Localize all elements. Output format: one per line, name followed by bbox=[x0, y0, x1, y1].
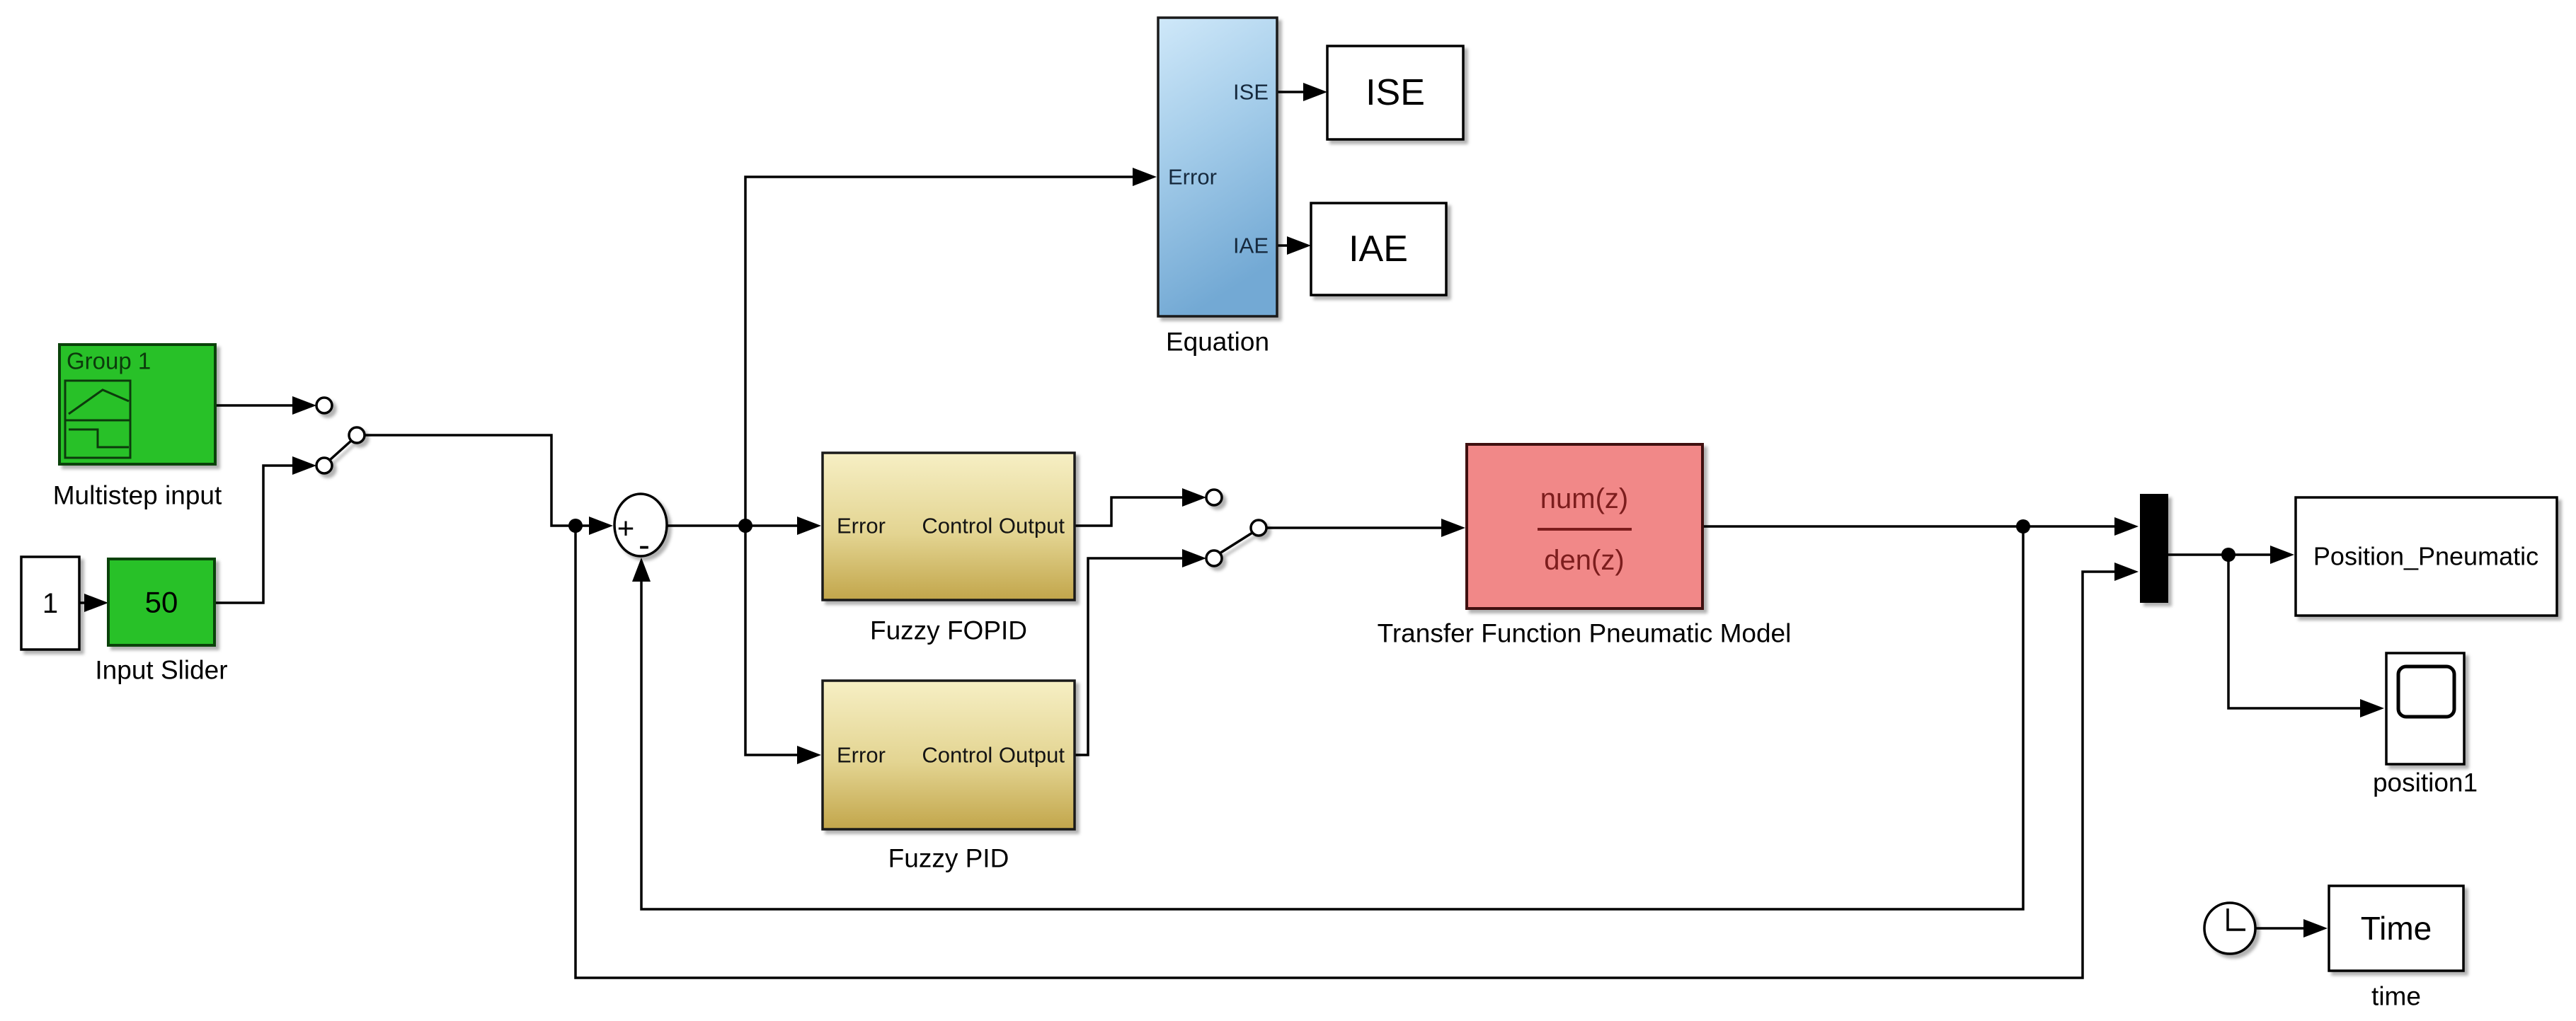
wire-plant-output bbox=[1702, 517, 2139, 536]
scope-caption: position1 bbox=[2373, 768, 2478, 797]
wire-mux-to-workspace bbox=[2168, 546, 2294, 564]
fopid-output-port: Control Output bbox=[922, 514, 1065, 538]
switch1-lever[interactable] bbox=[328, 439, 353, 461]
transfer-function-block[interactable]: num(z) den(z) bbox=[1465, 443, 1704, 610]
position-workspace-block[interactable]: Position_Pneumatic bbox=[2294, 496, 2558, 617]
sum-minus-sign: - bbox=[639, 527, 650, 565]
sum-block[interactable]: + - bbox=[613, 492, 668, 565]
equation-ise-port: ISE bbox=[1233, 80, 1269, 105]
scope-screen-icon bbox=[2396, 664, 2456, 719]
wire-to-scope bbox=[2227, 555, 2384, 717]
multistep-input-block[interactable]: Group 1 bbox=[58, 343, 217, 466]
wire-switch1-to-sum bbox=[365, 434, 613, 535]
mux-block[interactable] bbox=[2140, 494, 2168, 603]
manual-switch-2[interactable] bbox=[1205, 488, 1268, 567]
wire-fopid-to-switch2 bbox=[1075, 488, 1206, 527]
fuzzy-pid-caption: Fuzzy PID bbox=[888, 844, 1009, 873]
wire-equation-to-ise bbox=[1277, 83, 1327, 101]
fopid-error-port: Error bbox=[837, 514, 886, 538]
transfer-function-caption: Transfer Function Pneumatic Model bbox=[1378, 619, 1792, 648]
fuzzy-pid-block[interactable]: Error Control Output bbox=[821, 679, 1076, 831]
constant-value: 1 bbox=[42, 588, 58, 619]
wire-slider-to-switch1 bbox=[214, 456, 316, 604]
input-slider-caption: Input Slider bbox=[95, 656, 227, 685]
wire-multistep-to-switch1 bbox=[215, 396, 316, 415]
tf-denominator: den(z) bbox=[1544, 545, 1624, 576]
time-display-caption: time bbox=[2371, 982, 2421, 1011]
clock-block[interactable] bbox=[2203, 901, 2257, 955]
wire-reference-to-mux bbox=[574, 526, 2139, 979]
wire-sum-to-fopid bbox=[667, 517, 821, 535]
wire-error-to-fuzzy-pid bbox=[744, 526, 821, 764]
wire-constant-to-slider bbox=[79, 594, 108, 612]
equation-block[interactable]: Error ISE IAE bbox=[1157, 16, 1278, 318]
equation-error-port: Error bbox=[1168, 165, 1217, 190]
pid-error-port: Error bbox=[837, 743, 886, 768]
signal-builder-icon bbox=[64, 379, 132, 459]
ise-text: ISE bbox=[1366, 72, 1425, 113]
wire-equation-to-iae bbox=[1277, 236, 1311, 255]
equation-caption: Equation bbox=[1166, 328, 1269, 357]
sum-plus-sign: + bbox=[617, 512, 635, 545]
scope-block[interactable] bbox=[2385, 652, 2466, 766]
constant-block[interactable]: 1 bbox=[20, 555, 81, 651]
wire-pid-to-switch2 bbox=[1075, 549, 1206, 756]
iae-display-block[interactable]: IAE bbox=[1310, 202, 1448, 296]
fuzzy-fopid-block[interactable]: Error Control Output bbox=[821, 451, 1076, 601]
wire-switch2-to-transfer-function bbox=[1266, 519, 1465, 537]
group-label: Group 1 bbox=[67, 348, 151, 374]
wire-clock-to-time bbox=[2255, 919, 2328, 938]
position-workspace-text: Position_Pneumatic bbox=[2313, 542, 2538, 571]
fraction-bar bbox=[1538, 528, 1632, 531]
input-slider-block[interactable]: 50 bbox=[107, 558, 216, 647]
tf-numerator: num(z) bbox=[1540, 483, 1628, 514]
pid-output-port: Control Output bbox=[922, 743, 1065, 768]
slider-value: 50 bbox=[145, 586, 178, 619]
fuzzy-fopid-caption: Fuzzy FOPID bbox=[870, 616, 1027, 645]
wire-error-to-equation bbox=[744, 168, 1157, 526]
manual-switch-1[interactable] bbox=[315, 396, 366, 475]
iae-text: IAE bbox=[1349, 229, 1408, 270]
time-display-block[interactable]: Time bbox=[2328, 884, 2465, 972]
equation-iae-port: IAE bbox=[1233, 233, 1269, 258]
ise-display-block[interactable]: ISE bbox=[1326, 45, 1465, 141]
multistep-input-caption: Multistep input bbox=[53, 481, 222, 510]
clock-hands-icon bbox=[2226, 908, 2245, 931]
wire-feedback-to-sum bbox=[632, 526, 2025, 911]
time-display-text: Time bbox=[2361, 910, 2432, 947]
switch2-lever[interactable] bbox=[1219, 531, 1253, 555]
